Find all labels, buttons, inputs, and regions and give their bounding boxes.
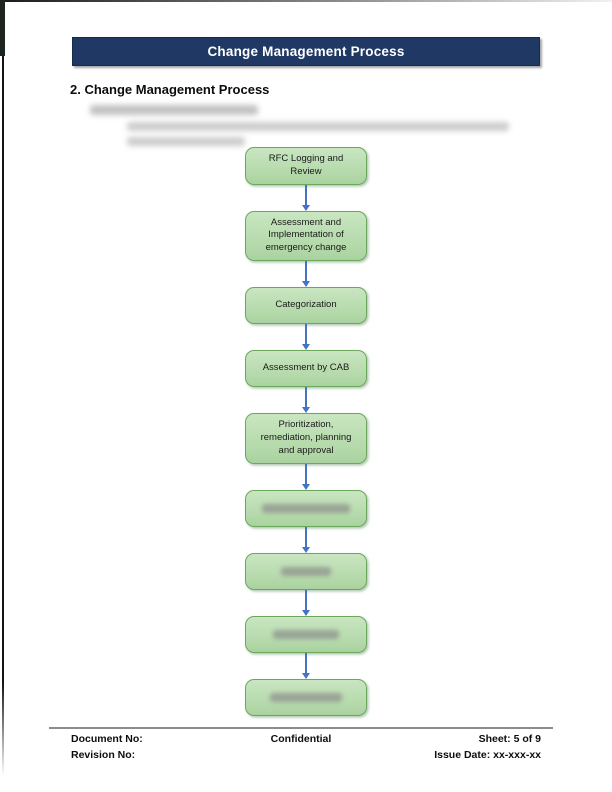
page-edge-left [2, 0, 4, 776]
flow-step-label: Assessment by CAB [262, 362, 350, 374]
flow-step-label: Prioritization, remediation, planning an… [260, 419, 352, 456]
footer-revision-no: Revision No: [71, 748, 136, 761]
down-arrow-icon [302, 526, 310, 553]
page-footer: Document No: Confidential Sheet: 5 of 9 … [49, 727, 553, 764]
page-corner-mark [0, 0, 5, 56]
footer-document-no: Document No: [71, 733, 143, 745]
redacted-step-label [281, 566, 331, 576]
footer-confidential: Confidential [270, 733, 332, 745]
section-heading: 2. Change Management Process [70, 82, 270, 97]
flow-step-label: RFC Logging and Review [268, 153, 344, 177]
down-arrow-icon [302, 184, 310, 211]
footer-issue-date: Issue Date: xx-xxx-xx [434, 748, 541, 761]
process-flowchart: RFC Logging and Review Assessment and Im… [0, 147, 612, 716]
footer-empty-cell [271, 748, 332, 764]
down-arrow-icon [302, 324, 310, 351]
redacted-subheading [90, 105, 258, 115]
redacted-paragraph-line [127, 122, 509, 131]
flow-step-box-redacted [245, 678, 367, 716]
down-arrow-icon [302, 463, 310, 490]
flow-step-box: Categorization [245, 287, 367, 325]
redacted-paragraph-line [127, 137, 245, 146]
document-title: Change Management Process [207, 44, 405, 59]
flow-step-box: RFC Logging and Review [245, 147, 367, 185]
flow-step-label: Assessment and Implementation of emergen… [265, 216, 347, 254]
flow-step-label: Categorization [275, 299, 337, 311]
down-arrow-icon [302, 589, 310, 616]
document-title-bar: Change Management Process [72, 37, 540, 66]
flow-step-box: Assessment by CAB [245, 350, 367, 388]
footer-sheet: Sheet: 5 of 9 [478, 733, 541, 745]
redacted-step-label [273, 629, 339, 639]
page-edge-top [0, 0, 612, 2]
flow-step-box: Prioritization, remediation, planning an… [245, 413, 367, 464]
redacted-step-label [270, 692, 342, 702]
down-arrow-icon [302, 652, 310, 679]
down-arrow-icon [302, 261, 310, 288]
redacted-step-label [262, 503, 350, 513]
flow-step-box: Assessment and Implementation of emergen… [245, 210, 367, 262]
down-arrow-icon [302, 387, 310, 414]
flow-step-box-redacted [245, 615, 367, 653]
flow-step-box-redacted [245, 552, 367, 590]
footer-divider [49, 727, 553, 729]
flow-step-box-redacted [245, 489, 367, 527]
